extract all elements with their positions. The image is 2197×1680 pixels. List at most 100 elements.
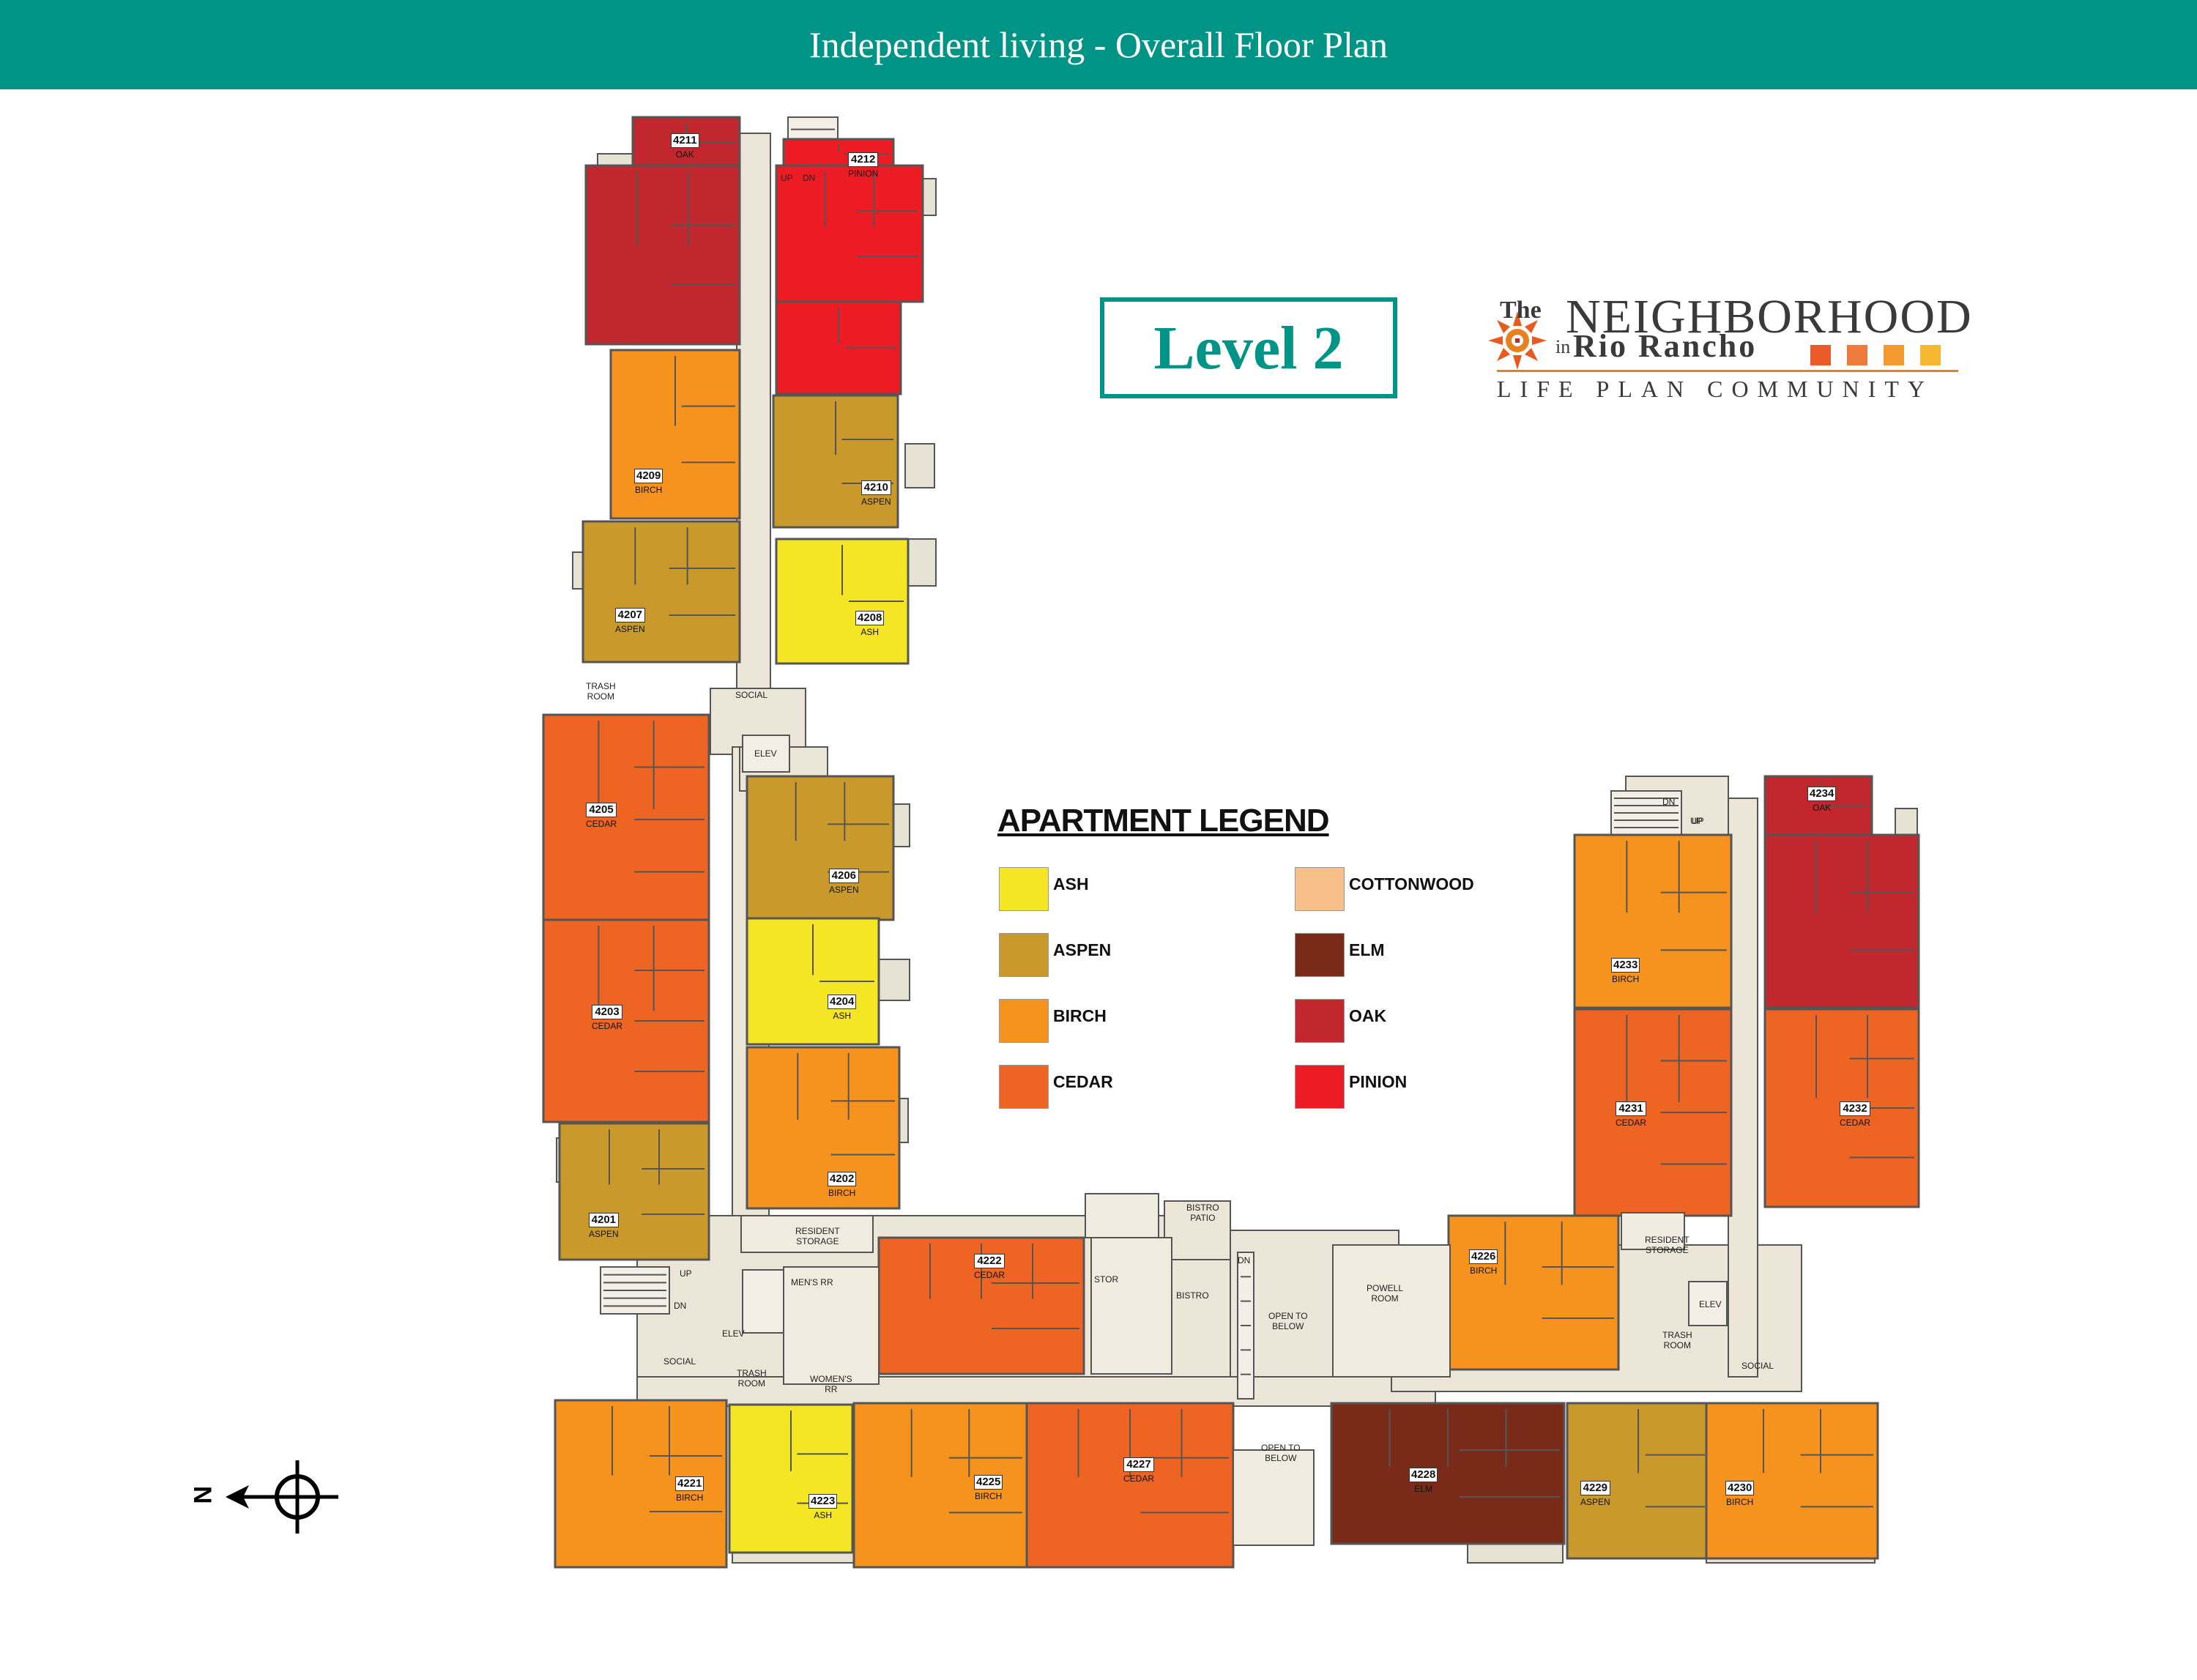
balcony <box>904 443 935 488</box>
corridor <box>736 133 771 699</box>
unit-number: 4208 <box>855 611 885 625</box>
sun-icon <box>1488 311 1547 370</box>
page-title: Independent living - Overall Floor Plan <box>808 24 1389 65</box>
unit-type: ELM <box>1414 1484 1433 1494</box>
room-label: UP <box>1692 816 1704 826</box>
unit-type: BIRCH <box>676 1493 704 1503</box>
common-room <box>1332 1244 1451 1378</box>
unit-4211-area <box>584 164 741 346</box>
room-label: OPEN TO BELOW <box>1268 1311 1308 1331</box>
unit-4226-area <box>1447 1214 1620 1371</box>
legend-swatch-oak <box>1295 999 1345 1043</box>
room-label: RESIDENT STORAGE <box>795 1226 840 1246</box>
legend-swatch-aspen <box>999 933 1049 977</box>
page-header: Independent living - Overall Floor Plan <box>0 0 2197 89</box>
room-label: SOCIAL <box>663 1356 696 1367</box>
common-room <box>1233 1449 1315 1546</box>
unit-type: CEDAR <box>592 1021 623 1031</box>
unit-type: CEDAR <box>1616 1118 1647 1128</box>
unit-number: 4205 <box>586 803 617 817</box>
unit-number: 4209 <box>634 469 663 483</box>
community-logo: The NEIGHBORHOOD in Rio Rancho LIFE PLAN… <box>1479 289 1971 406</box>
logo-in: in <box>1555 336 1571 357</box>
room-label: TRASH ROOM <box>586 681 616 702</box>
legend-label-oak: OAK <box>1349 1006 1387 1025</box>
unit-number: 4204 <box>828 995 857 1009</box>
unit-type: BIRCH <box>1470 1265 1498 1276</box>
unit-type: CEDAR <box>1123 1473 1155 1484</box>
room-label: TRASH ROOM <box>737 1368 767 1389</box>
room-label: ELEV <box>754 748 777 759</box>
legend-title: APARTMENT LEGEND <box>997 803 1330 839</box>
legend-label-ash: ASH <box>1053 874 1089 893</box>
room-label: TRASH ROOM <box>1662 1330 1692 1350</box>
room-label: POWELL ROOM <box>1367 1283 1404 1304</box>
legend-label-cottonwood: COTTONWOOD <box>1349 874 1474 893</box>
room-label: DN <box>674 1301 687 1311</box>
logo-the: The <box>1500 297 1542 324</box>
unit-number: 4211 <box>671 133 699 148</box>
logo-divider <box>1497 370 1958 372</box>
unit-number: 4210 <box>861 480 891 495</box>
legend-swatch-cedar <box>999 1065 1049 1109</box>
common-room <box>783 1266 880 1385</box>
unit-number: 4226 <box>1469 1249 1498 1264</box>
room-label: MEN'S RR <box>791 1277 833 1287</box>
logo-tagline: LIFE PLAN COMMUNITY <box>1497 376 1933 402</box>
unit-number: 4227 <box>1123 1457 1155 1472</box>
north-label: N <box>192 1486 216 1504</box>
unit-type: BIRCH <box>975 1491 1003 1501</box>
corridor <box>1164 1200 1231 1260</box>
unit-number: 4229 <box>1580 1481 1610 1495</box>
common-room <box>1621 1212 1685 1250</box>
unit-4233-area <box>1573 833 1733 1009</box>
north-arrow-icon: N <box>192 1460 338 1534</box>
unit-number: 4203 <box>592 1005 623 1019</box>
legend-label-cedar: CEDAR <box>1053 1072 1113 1091</box>
elevator-shaft <box>1688 1281 1728 1326</box>
unit-type: BIRCH <box>635 485 663 495</box>
unit-type: BIRCH <box>828 1188 856 1198</box>
unit-4234-area <box>1763 833 1920 1009</box>
logo-neighborhood: NEIGHBORHOOD <box>1566 290 1973 343</box>
room-label: OPEN TO BELOW <box>1261 1443 1301 1463</box>
unit-4206-area <box>746 775 895 921</box>
legend-swatch-birch <box>999 999 1049 1043</box>
unit-4202-area <box>746 1046 901 1210</box>
unit-4201-area <box>558 1122 710 1261</box>
common-room <box>1090 1237 1172 1375</box>
unit-type: BIRCH <box>1612 974 1640 984</box>
legend-label-aspen: ASPEN <box>1053 940 1112 959</box>
logo-square <box>1847 345 1867 365</box>
legend-swatch-cottonwood <box>1295 867 1345 911</box>
unit-number: 4234 <box>1807 787 1837 801</box>
unit-type: ASPEN <box>615 624 645 634</box>
common-room <box>1085 1193 1159 1238</box>
corridor <box>1728 798 1758 1378</box>
unit-number: 4202 <box>828 1172 857 1186</box>
legend-swatch-ash <box>999 867 1049 911</box>
unit-type: ASPEN <box>861 497 891 507</box>
unit-type: ASPEN <box>829 885 859 895</box>
level-indicator: Level 2 <box>1100 297 1397 398</box>
corridor <box>636 1376 1436 1407</box>
elevator-shaft <box>742 1269 787 1334</box>
unit-number: 4231 <box>1616 1101 1647 1116</box>
room-label: SOCIAL <box>735 690 768 700</box>
